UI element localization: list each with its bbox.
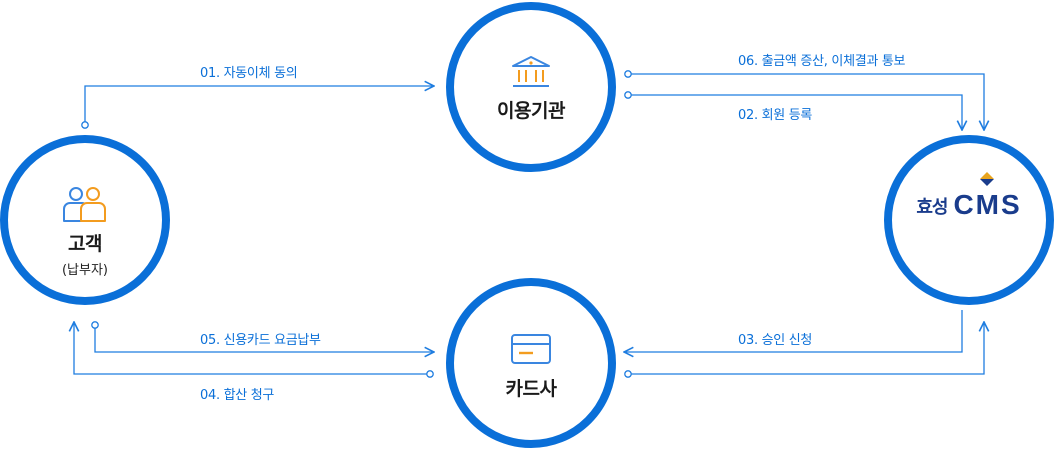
- institution-title: 이용기관: [497, 100, 565, 122]
- flow-line-04: [74, 322, 430, 375]
- hyosung-cms-node: 효성 CMS: [884, 135, 1054, 305]
- card-company-title: 카드사: [505, 378, 557, 400]
- step-06-label: 06. 출금액 증산, 이체결과 통보: [738, 54, 906, 69]
- card-company-node: 카드사: [446, 278, 616, 448]
- flow-line-02: [628, 94, 962, 130]
- institution-node: 이용기관: [446, 2, 616, 172]
- brand-korean: 효성: [916, 197, 948, 218]
- customer-title: 고객: [68, 233, 102, 255]
- flow-start-04: [426, 370, 434, 378]
- flow-line-06: [628, 73, 984, 130]
- bank-icon: [512, 56, 550, 87]
- step-03-label: 03. 승인 신청: [738, 333, 813, 348]
- flow-start-03-return: [624, 370, 632, 378]
- step-02-label: 02. 회원 등록: [738, 108, 813, 123]
- step-04-label: 04. 합산 청구: [200, 388, 275, 403]
- flow-start-05: [91, 321, 99, 329]
- flow-line-03-return: [628, 322, 984, 375]
- flow-start-01: [81, 121, 89, 129]
- step-01-label: 01. 자동이체 동의: [200, 66, 298, 81]
- users-icon: [63, 187, 106, 222]
- credit-card-icon: [511, 334, 551, 364]
- flow-line-05: [94, 325, 434, 352]
- flow-line-01: [84, 86, 434, 125]
- brand-diamond-icon: [980, 172, 995, 186]
- brand-latin: CMS: [953, 189, 1022, 220]
- flow-line-03: [624, 310, 963, 352]
- customer-subtitle: (납부자): [61, 263, 109, 278]
- flow-start-02: [624, 91, 632, 99]
- hyosung-cms-logo: 효성 CMS: [892, 172, 1046, 220]
- customer-node: 고객 (납부자): [0, 135, 170, 305]
- flow-start-06: [624, 70, 632, 78]
- step-05-label: 05. 신용카드 요금납부: [200, 333, 321, 348]
